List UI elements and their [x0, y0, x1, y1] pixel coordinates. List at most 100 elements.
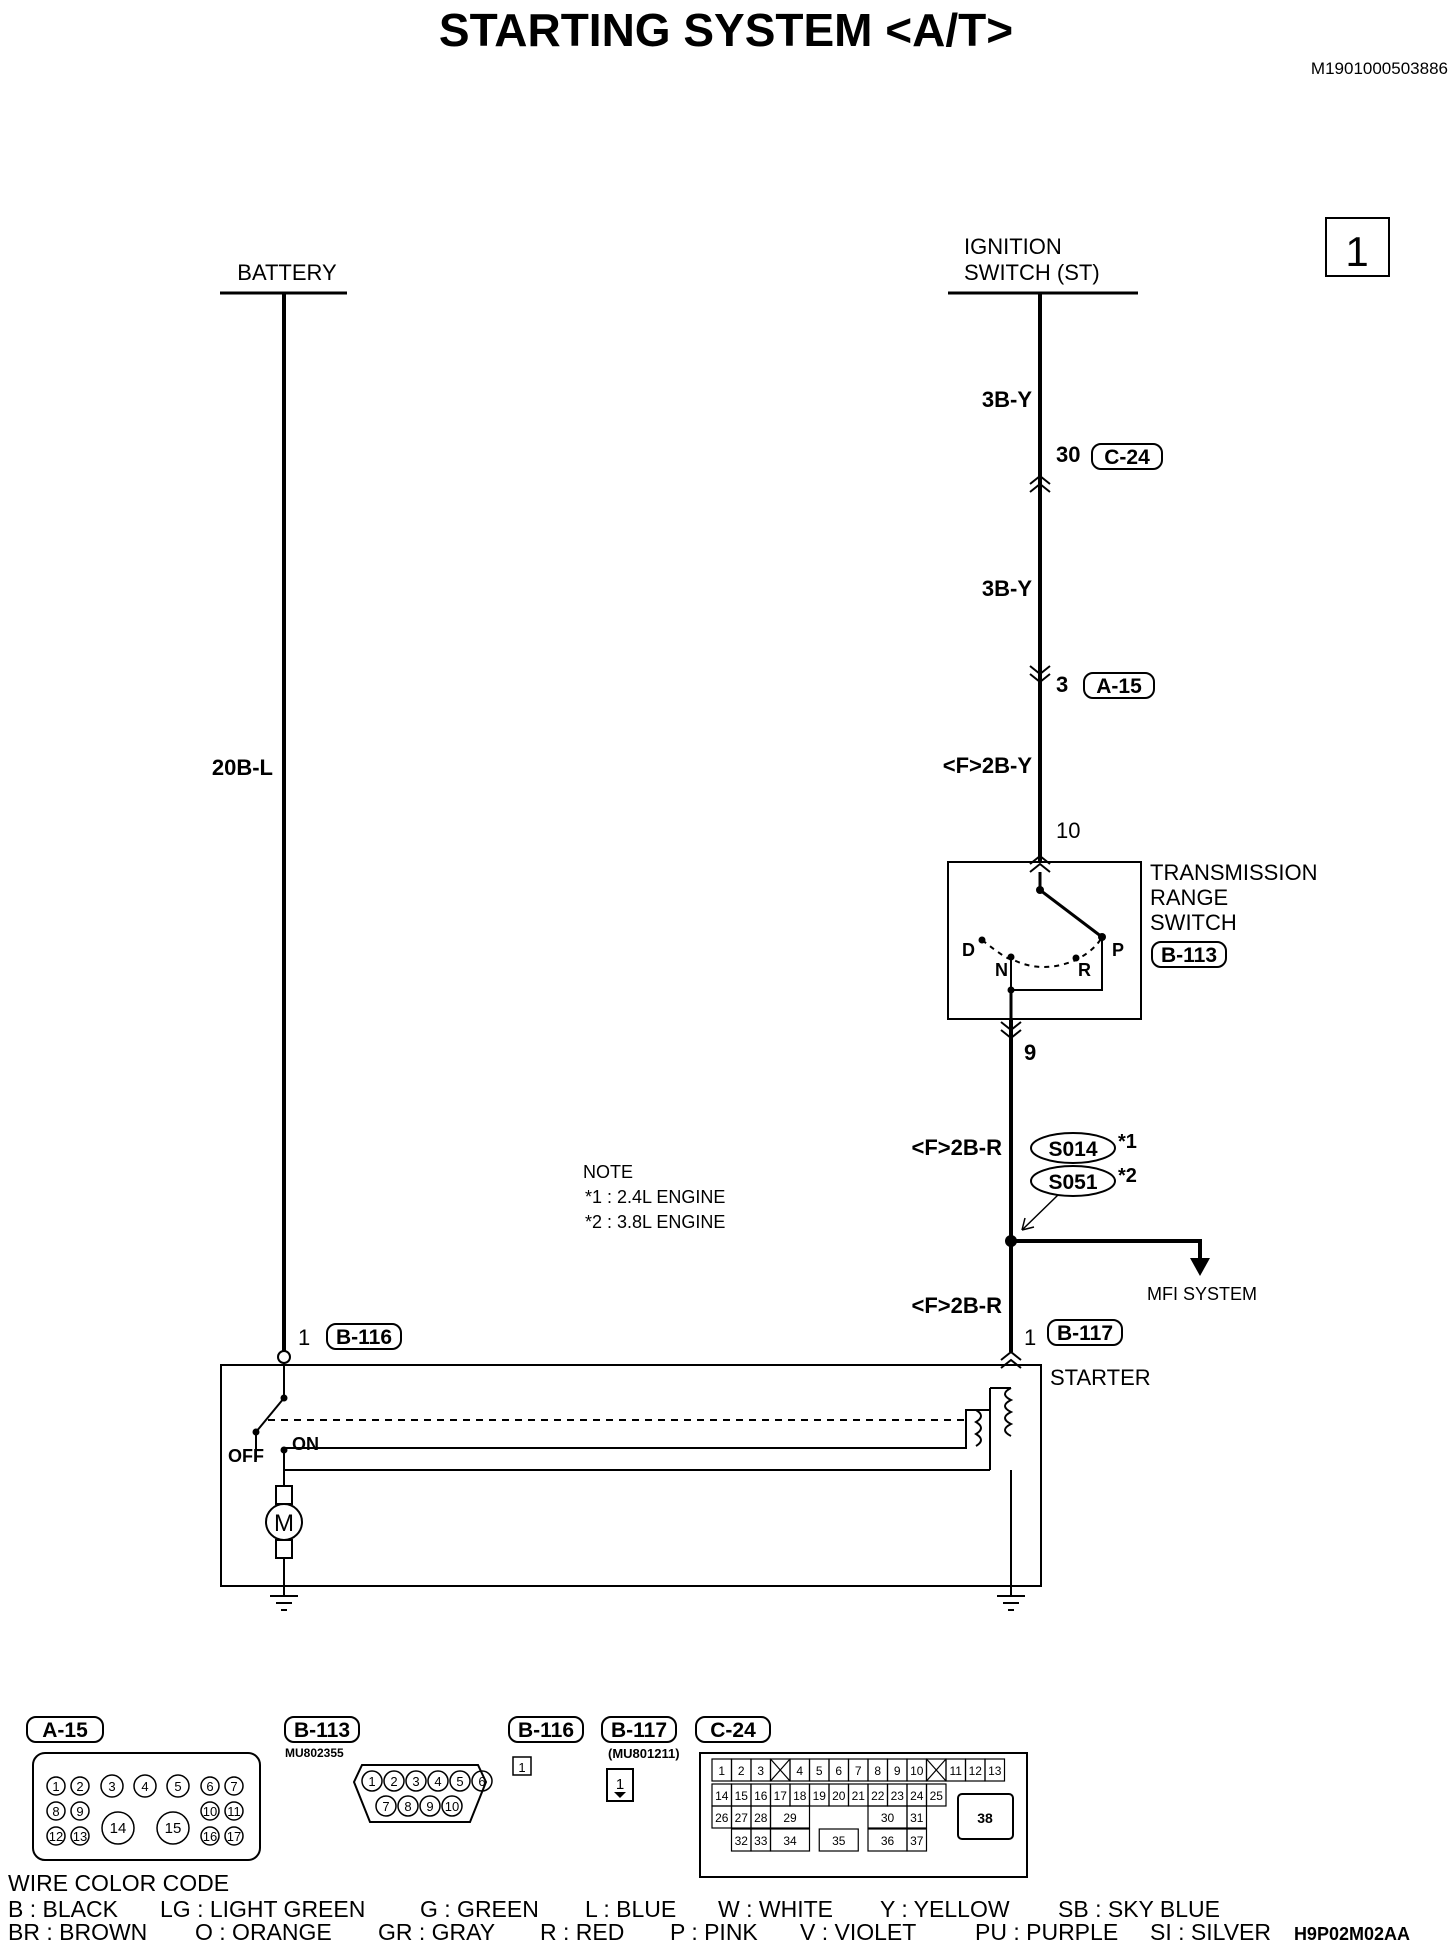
c24-pin-15: 15 [735, 1789, 749, 1803]
trs-label-line2: RANGE [1150, 885, 1228, 910]
c24-pin-19: 19 [813, 1789, 827, 1803]
b113-pin-1-cavity [361, 1770, 383, 1792]
battery-label: BATTERY [237, 260, 337, 285]
c24-pin-17: 17 [774, 1789, 788, 1803]
c24-pin-29: 29 [783, 1811, 797, 1825]
wire-label-f2b-r-bot: <F>2B-R [912, 1293, 1003, 1318]
splice-s051-star: *2 [1118, 1165, 1137, 1187]
b117-pin-1: 1 [616, 1776, 624, 1793]
c24-pin-1: 1 [718, 1764, 725, 1778]
a15-pin-13: 13 [73, 1829, 87, 1844]
a15-pin-14: 14 [110, 1820, 127, 1837]
b113-pin-3-cavity [405, 1770, 427, 1792]
a15-pin-3: 3 [108, 1779, 115, 1794]
c24-pin-26: 26 [715, 1811, 729, 1825]
connector-view-b117 [606, 1768, 634, 1802]
ground-symbol-starter [997, 1595, 1025, 1611]
pin-1-b116: 1 [298, 1325, 310, 1350]
a15-pin-8-cavity [46, 1801, 66, 1821]
a15-pin-6: 6 [206, 1779, 213, 1794]
ground-symbol-motor [270, 1595, 298, 1611]
c24-pin-31: 31 [910, 1811, 924, 1825]
a15-pin-9: 9 [76, 1804, 83, 1819]
c24-pin-22: 22 [871, 1789, 885, 1803]
b113-pin-5-cavity [449, 1770, 471, 1792]
trs-label-line3: SWITCH [1150, 910, 1237, 935]
c24-pin-12: 12 [969, 1764, 983, 1778]
connector-view-b117-label: B-117 [611, 1719, 667, 1742]
b113-pin-5: 5 [456, 1774, 463, 1789]
c24-pin-33: 33 [754, 1834, 768, 1848]
c24-pin-28: 28 [754, 1811, 768, 1825]
pin-1-b117: 1 [1024, 1325, 1036, 1350]
a15-pin-2-cavity [70, 1776, 90, 1796]
connector-tag-b113 [1151, 941, 1227, 968]
wire-color-code-entry: L : BLUE [585, 1896, 676, 1922]
a15-pin-2: 2 [76, 1779, 83, 1794]
b116-terminal [277, 1350, 291, 1364]
a15-pin-11: 11 [227, 1804, 241, 1819]
pull-in-coil [974, 1409, 982, 1447]
position-d: D [962, 940, 975, 960]
connector-view-b116-label: B-116 [518, 1719, 574, 1742]
wire-color-code-entry: R : RED [540, 1919, 624, 1945]
connector-tag-a15 [1083, 672, 1155, 699]
b113-pin-4: 4 [434, 1774, 441, 1789]
wire-color-code-entry: PU : PURPLE [975, 1919, 1118, 1945]
pin-10: 10 [1056, 818, 1080, 843]
connector-tag-b116 [326, 1323, 402, 1350]
a15-pin-4: 4 [141, 1779, 148, 1794]
wire-label-f2b-y: <F>2B-Y [943, 753, 1033, 778]
pull-in-coil-lead [283, 1409, 990, 1450]
pin-30: 30 [1056, 442, 1080, 467]
switch-off-label: OFF [228, 1446, 264, 1466]
connector-b117-label: B-117 [1057, 1322, 1113, 1345]
connector-view-tag-a15 [26, 1716, 104, 1743]
a15-pin-10-cavity [200, 1801, 220, 1821]
a15-pin-11-cavity [224, 1801, 244, 1821]
starter-box [220, 1364, 1042, 1587]
splice-s014-star: *1 [1118, 1131, 1137, 1153]
connector-tag-c24 [1091, 443, 1163, 470]
c24-pin-4: 4 [796, 1764, 803, 1778]
b113-part-number: MU802355 [285, 1746, 344, 1760]
splice-s014: S014 [1048, 1138, 1097, 1161]
wire-color-code-title: WIRE COLOR CODE [8, 1870, 229, 1896]
c24-pin-2: 2 [738, 1764, 745, 1778]
b113-pin-10-cavity [441, 1795, 463, 1817]
wire-label-f2b-r-top: <F>2B-R [912, 1135, 1003, 1160]
wire-color-code-entry: V : VIOLET [800, 1919, 916, 1945]
ignition-label-line1: IGNITION [964, 234, 1062, 259]
connector-a15-label: A-15 [1096, 675, 1142, 698]
c24-pin-34: 34 [783, 1834, 797, 1848]
a15-pin-16-cavity [200, 1826, 220, 1846]
c24-pin-20: 20 [832, 1789, 846, 1803]
b113-pin-2-cavity [383, 1770, 405, 1792]
connector-view-tag-b116 [508, 1716, 584, 1743]
a15-pin-1-cavity [46, 1776, 66, 1796]
switch-on-label: ON [292, 1434, 319, 1454]
c24-cell-25 [925, 1783, 947, 1807]
c24-pin-37: 37 [910, 1834, 924, 1848]
wire-color-code-entry: G : GREEN [420, 1896, 539, 1922]
a15-pin-6-cavity [200, 1776, 220, 1796]
wire-label-3b-y-mid: 3B-Y [982, 576, 1032, 601]
pin-3: 3 [1056, 672, 1068, 697]
a15-pin-7: 7 [230, 1779, 237, 1794]
c24-pin-36: 36 [881, 1834, 895, 1848]
b113-pin-6: 6 [478, 1774, 485, 1789]
transmission-range-switch-box [947, 861, 1142, 1020]
a15-pin-12: 12 [49, 1829, 63, 1844]
connector-c24-label: C-24 [1104, 446, 1150, 469]
b117-key [614, 1792, 626, 1798]
splice-s051: S051 [1048, 1171, 1097, 1194]
page-number-box [1325, 217, 1390, 277]
wire-color-code-entry: O : ORANGE [195, 1919, 332, 1945]
connector-view-b116 [512, 1756, 532, 1776]
b113-pin-4-cavity [427, 1770, 449, 1792]
a15-pin-8: 8 [52, 1804, 59, 1819]
